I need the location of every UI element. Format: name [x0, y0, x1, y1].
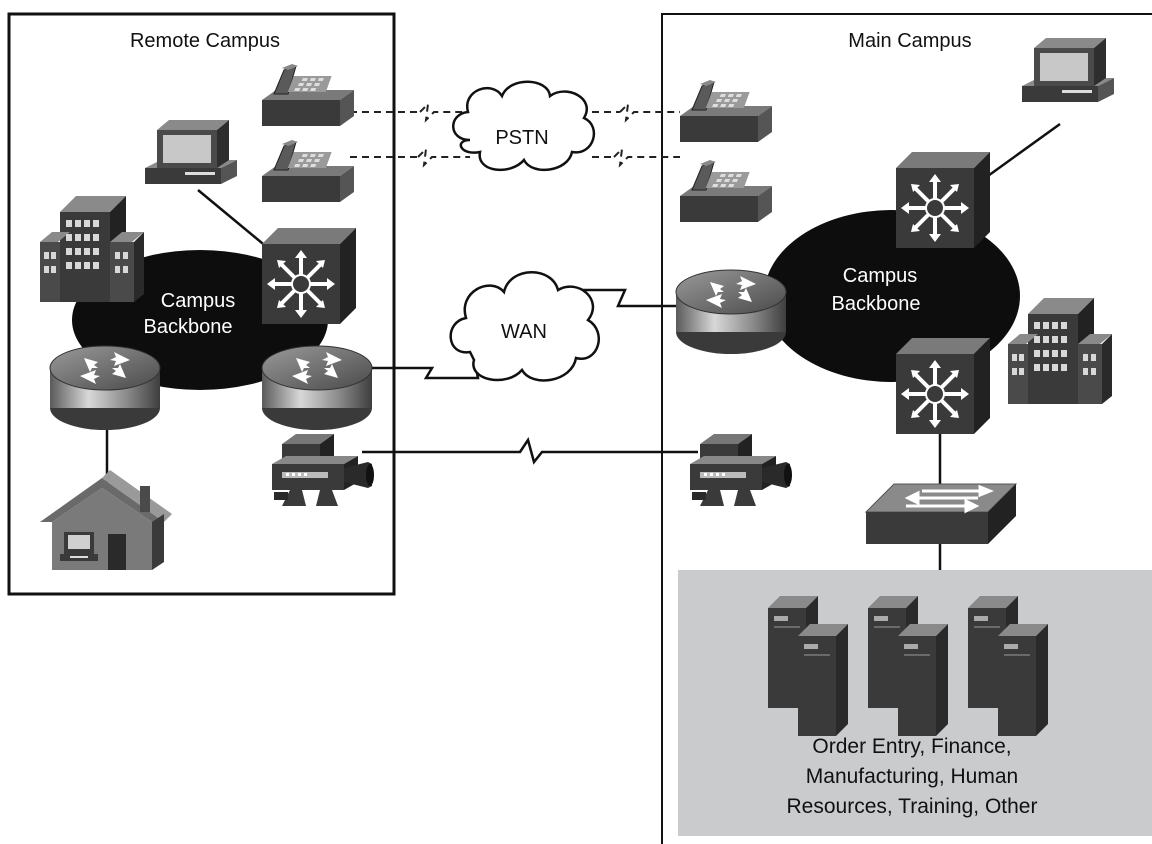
remote-campus-frame — [7, 12, 396, 596]
main-backbone-label-2: Backbone — [832, 293, 921, 315]
building-icon — [40, 196, 144, 302]
telephone-icon — [261, 63, 355, 127]
pstn-cloud-icon — [452, 80, 596, 172]
telephone-icon — [679, 159, 773, 223]
wan-cloud-icon — [449, 271, 600, 382]
building-icon — [1008, 298, 1112, 404]
server-icon — [798, 624, 848, 736]
multilayer-switch-icon — [260, 226, 358, 326]
remote-backbone-label-2: Backbone — [144, 316, 233, 338]
workgroup-switch-icon — [864, 482, 1018, 546]
telephone-icon — [679, 79, 773, 143]
video-camera-icon — [690, 434, 792, 506]
router-icon — [675, 269, 787, 355]
remote-backbone-label-1: Campus — [161, 290, 235, 312]
main-campus-frame — [661, 13, 1152, 844]
multilayer-switch-icon — [894, 150, 992, 250]
router-icon — [261, 345, 373, 431]
workstation-icon — [145, 120, 237, 184]
router-icon — [49, 345, 161, 431]
main-campus-title: Main Campus — [848, 30, 971, 52]
multilayer-switch-icon — [894, 336, 992, 436]
telephone-icon — [261, 139, 355, 203]
server-icon — [998, 624, 1048, 736]
home-office-icon — [40, 470, 172, 570]
workstation-icon — [1022, 38, 1114, 102]
wan-label: WAN — [501, 321, 547, 343]
server-icon — [898, 624, 948, 736]
servers-caption-line-2: Manufacturing, Human — [806, 765, 1018, 788]
pstn-label: PSTN — [495, 127, 548, 149]
pstn-dashed-links — [350, 101, 680, 168]
servers-caption-line-1: Order Entry, Finance, — [812, 735, 1011, 758]
main-backbone-label-1: Campus — [843, 265, 917, 287]
servers-caption-line-3: Resources, Training, Other — [787, 795, 1038, 818]
video-camera-icon — [272, 434, 374, 506]
remote-campus-title: Remote Campus — [130, 30, 280, 52]
